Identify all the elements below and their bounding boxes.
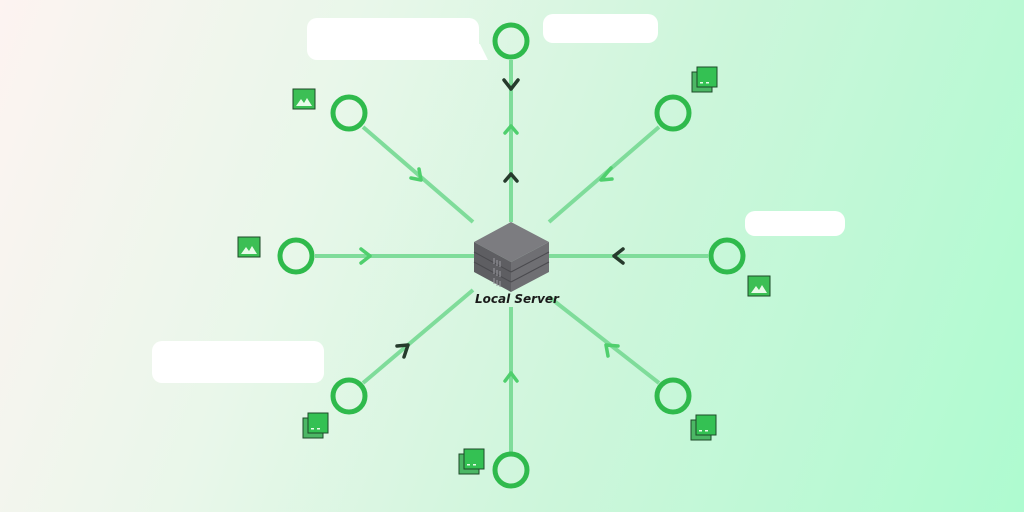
arrow-down-right-icon [409, 167, 423, 182]
line-bottom-left [361, 288, 475, 385]
image-icon [292, 88, 316, 110]
server-icon[interactable] [473, 222, 550, 292]
arrow-up-icon [503, 371, 519, 383]
images-stack-icon [691, 66, 718, 93]
arrow-up-left-icon [604, 343, 620, 358]
image-icon [747, 275, 771, 297]
images-stack-icon [302, 412, 329, 439]
speech-bubble-bottom-left [152, 341, 324, 383]
bubble-tail [470, 44, 488, 60]
node-bottom-left[interactable] [330, 377, 368, 415]
line-top-left [361, 125, 475, 224]
nodes [277, 22, 746, 489]
speech-bubble-top-left [307, 18, 479, 60]
images-stack-icon [690, 414, 717, 441]
arrow-right-icon [359, 247, 372, 265]
arrow-up-icon [503, 172, 519, 183]
arrow-up-icon [503, 124, 519, 135]
speech-bubble-right [745, 211, 845, 236]
line-bottom-right [547, 295, 661, 385]
server-label: Local Server [475, 292, 559, 306]
node-bottom[interactable] [492, 451, 530, 489]
node-top-left[interactable] [330, 94, 368, 132]
arrow-up-right-icon [395, 343, 410, 359]
image-icon [237, 236, 261, 258]
node-right[interactable] [708, 237, 746, 275]
speech-bubble-top-right [543, 14, 658, 43]
arrow-left-icon [612, 247, 625, 265]
node-top-right[interactable] [654, 94, 692, 132]
node-bottom-right[interactable] [654, 377, 692, 415]
arrow-down-icon [502, 78, 520, 91]
node-top[interactable] [492, 22, 530, 60]
images-stack-icon [458, 448, 485, 475]
arrow-down-left-icon [599, 166, 614, 182]
node-left[interactable] [277, 237, 315, 275]
